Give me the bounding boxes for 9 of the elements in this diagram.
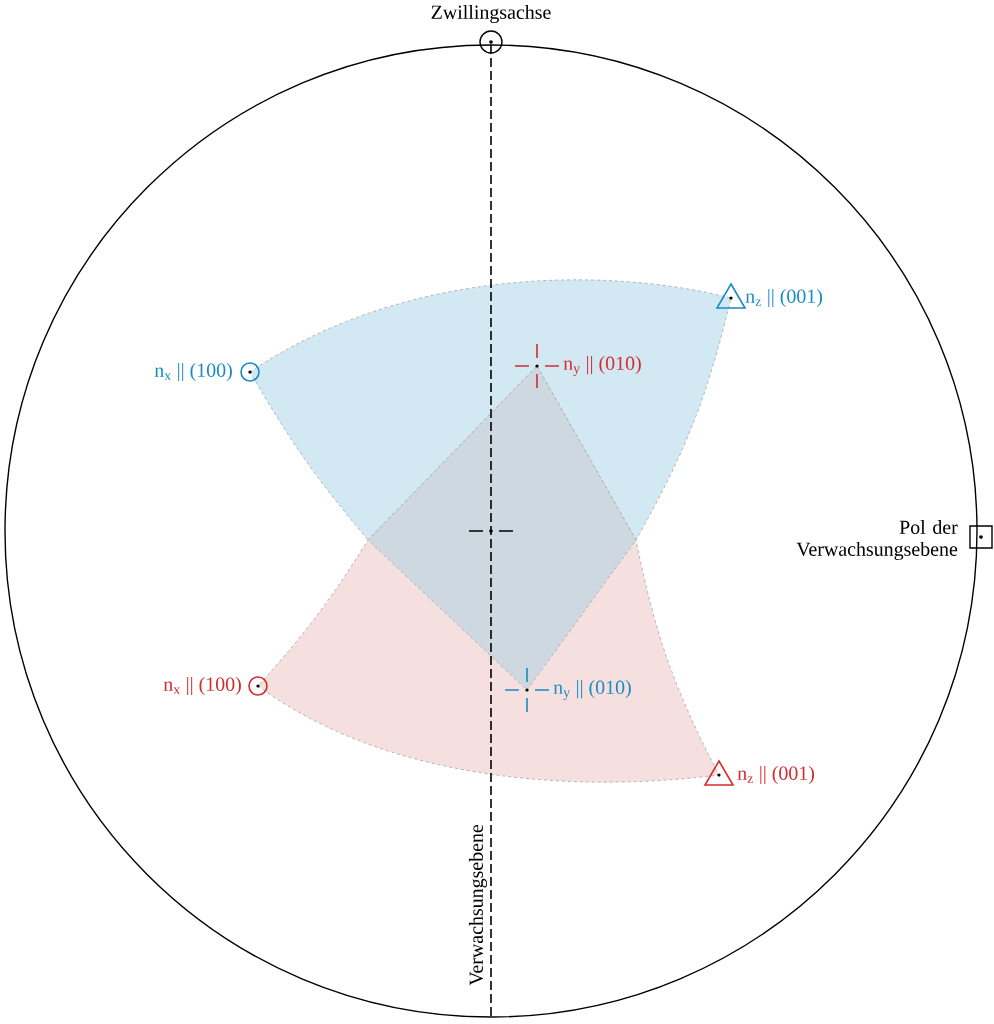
- axis-label: Zwillingsachse: [431, 4, 551, 24]
- pole-label: n$_{y}$ || (010): [563, 356, 641, 376]
- plane-label: Verwachsungsebene: [468, 824, 488, 986]
- pole-label: n$_{y}$ || (010): [553, 680, 631, 700]
- pole-label: n$_{x}$ || (100): [154, 362, 232, 382]
- pole-label: n$_{z}$ || (001): [745, 288, 823, 308]
- pole-label: Pol der Verwachsungsebene: [796, 520, 958, 561]
- pole-label: n$_{x}$ || (100): [163, 676, 241, 696]
- pole-label: n$_{z}$ || (001): [737, 765, 815, 785]
